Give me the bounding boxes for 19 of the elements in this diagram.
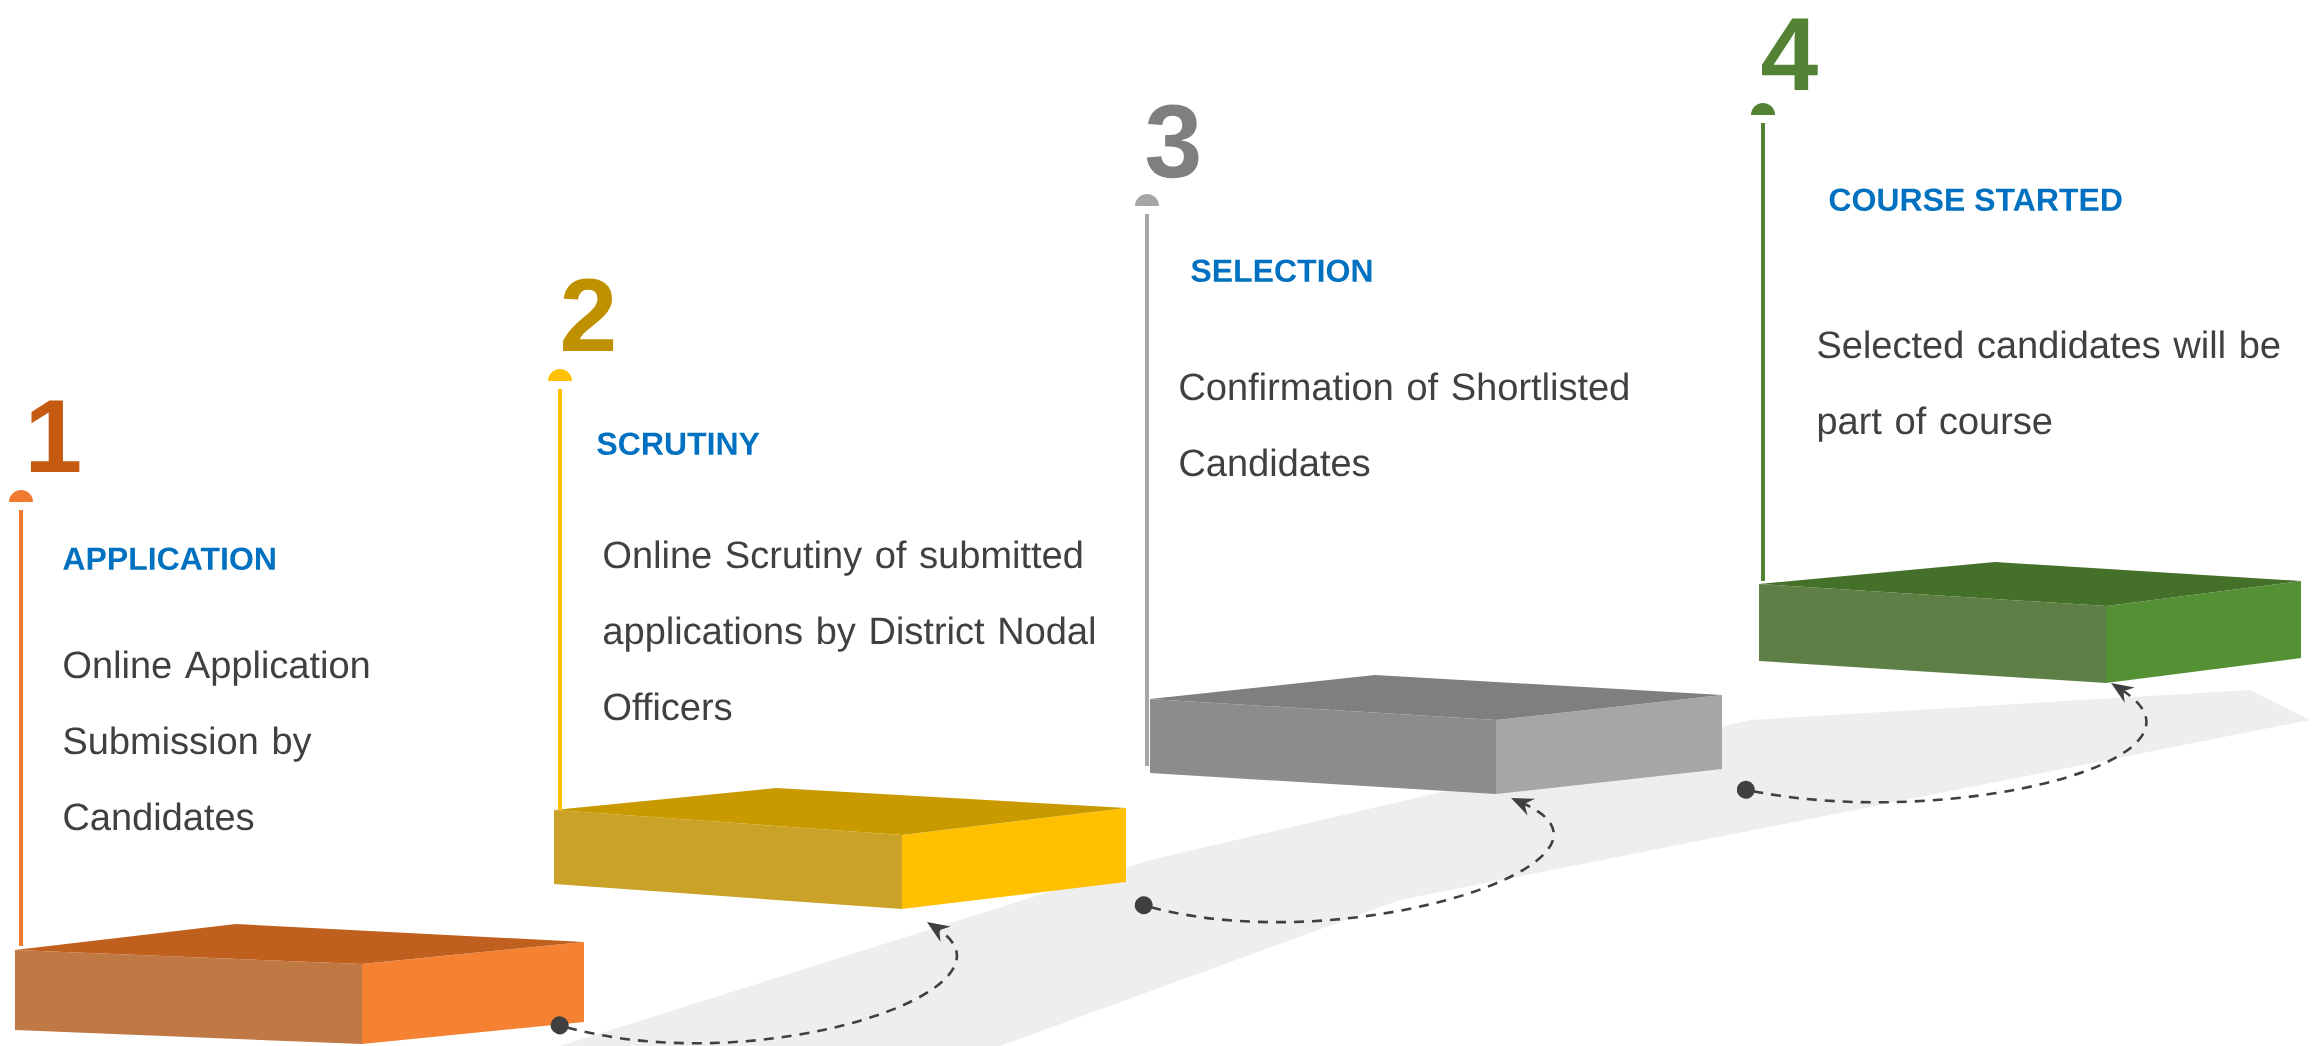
step-description: Online Application Submission by Candidates [64, 650, 369, 831]
step-heading: SCRUTINY [597, 432, 760, 456]
platform [15, 924, 584, 1044]
platform [554, 788, 1126, 909]
dashed-arrow [1736, 683, 2148, 804]
dashed-arrow [1134, 798, 1555, 924]
step-description: Confirmation of Shortlisted Candidates [1180, 372, 1628, 477]
step-number: 3 [1146, 104, 1199, 179]
step-heading: SELECTION [1191, 259, 1372, 283]
step-heading: COURSE STARTED [1829, 188, 2122, 212]
step-number: 2 [563, 278, 614, 352]
step-heading: APPLICATION [63, 547, 275, 571]
step-description: Selected candidates will be part of course [1818, 330, 2280, 442]
step-description: Online Scrutiny of submitted applications by District Nodal Officers [604, 540, 1094, 721]
step-number: 4 [1762, 18, 1818, 90]
platform [1150, 675, 1722, 794]
platform [1759, 562, 2301, 683]
dashed-arrow [550, 922, 958, 1045]
step-number: 1 [30, 400, 80, 472]
